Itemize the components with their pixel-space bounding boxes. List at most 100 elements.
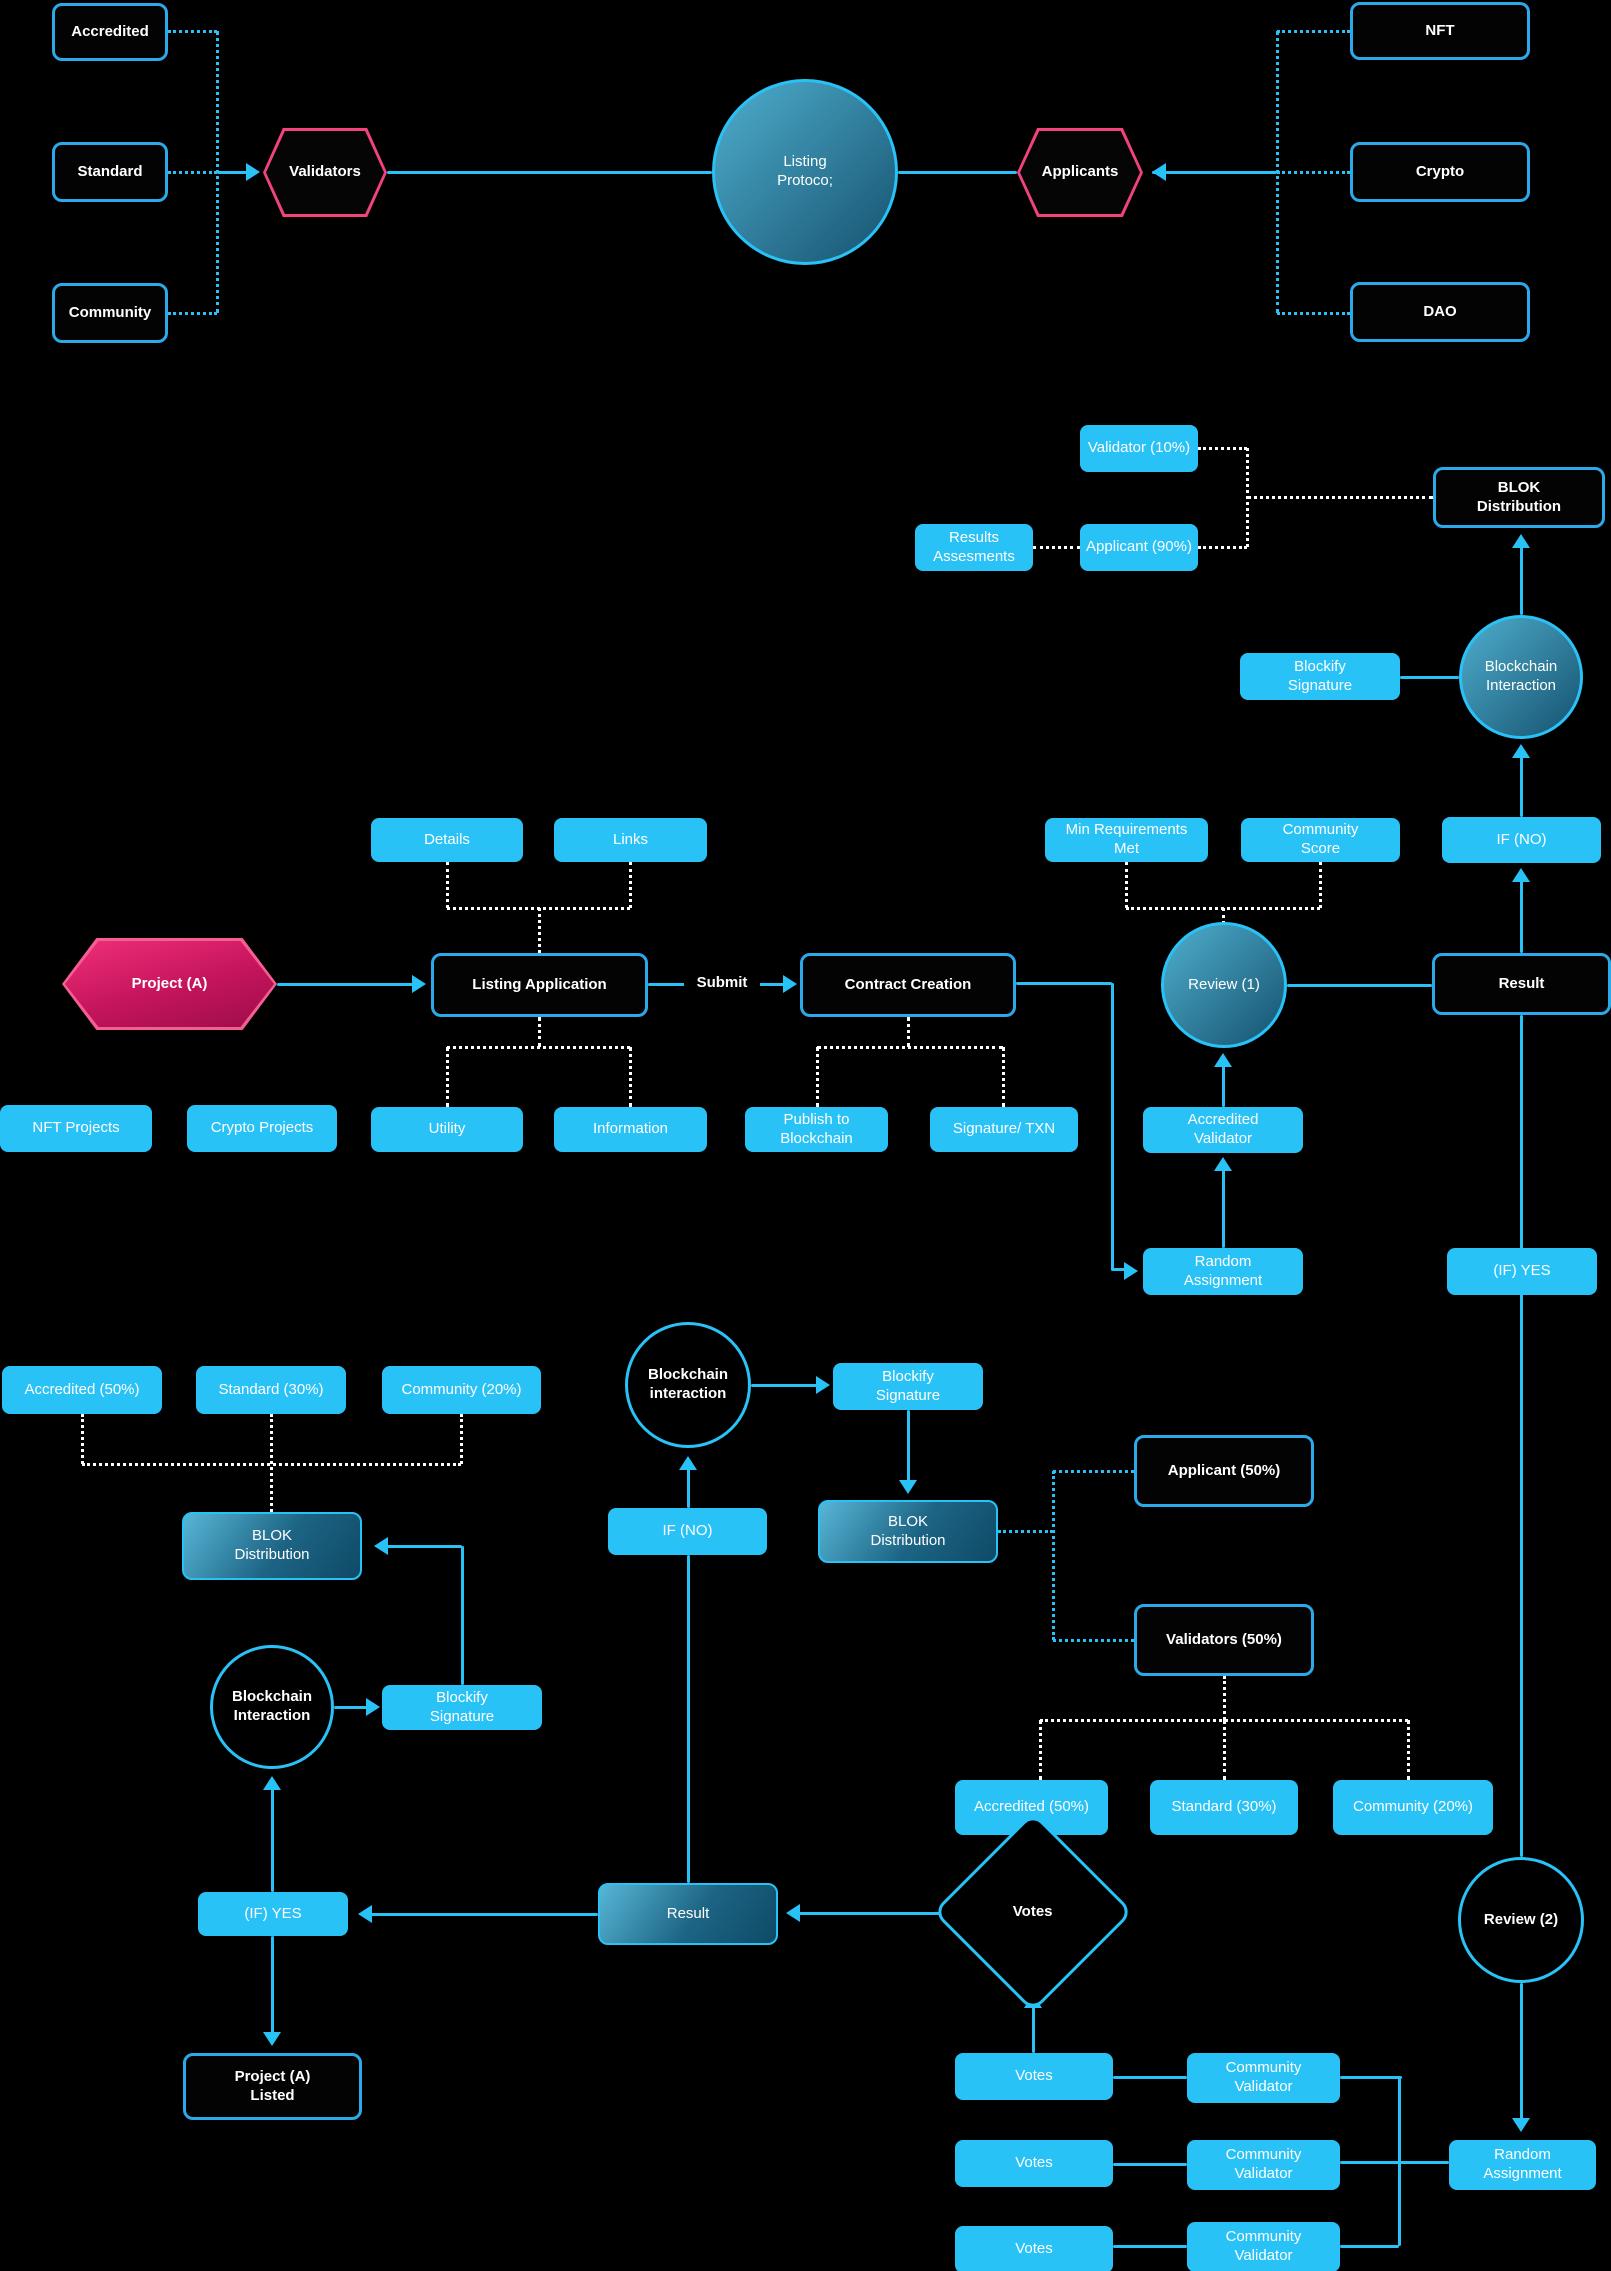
connector-line — [1223, 1720, 1226, 1780]
connector-line — [1222, 1057, 1225, 1107]
arrowhead-left-icon — [374, 1537, 388, 1555]
connector-line — [1111, 983, 1114, 1271]
connector-line — [1198, 546, 1247, 549]
community-validator-2-label: Community Validator — [1225, 2146, 1302, 2182]
connector-line — [1002, 1047, 1005, 1107]
community-validator-1-label: Community Validator — [1225, 2059, 1302, 2095]
arrowhead-right-icon — [246, 163, 260, 181]
connector-line — [998, 1530, 1053, 1533]
links: Links — [554, 818, 707, 862]
accredited-validator-label: Accredited Validator — [1187, 1111, 1259, 1147]
listing-application-label: Listing Application — [472, 975, 607, 993]
accredited-50-left-label: Accredited (50%) — [24, 1380, 140, 1398]
blok-distribution-top: BLOK Distribution — [1433, 467, 1605, 528]
validators-hexagon-fill: Validators — [266, 131, 384, 214]
contract-creation-label: Contract Creation — [844, 975, 972, 993]
listing-application: Listing Application — [431, 953, 648, 1017]
connector-line — [907, 1410, 910, 1488]
details-label: Details — [424, 830, 470, 848]
connector-line — [1340, 2245, 1399, 2248]
dao-top-label: DAO — [1423, 302, 1457, 320]
project-a-hexagon-fill: Project (A) — [65, 941, 274, 1027]
votes-3-label: Votes — [1015, 2240, 1053, 2258]
random-assignment-bottom: Random Assignment — [1449, 2140, 1596, 2190]
details: Details — [371, 818, 523, 862]
project-a-listed: Project (A) Listed — [183, 2053, 362, 2120]
listing-protocol-circle-label: Listing Protoco; — [777, 153, 833, 189]
connector-line — [1520, 1015, 1523, 1857]
connector-line — [387, 171, 712, 174]
connector-line — [687, 1460, 690, 1508]
connector-line — [447, 1046, 630, 1049]
publish-to-blockchain-label: Publish to Blockchain — [780, 1110, 853, 1147]
connector-line — [1520, 748, 1523, 817]
applicant-90pct-label: Applicant (90%) — [1086, 538, 1192, 556]
crypto-projects-label: Crypto Projects — [210, 1119, 314, 1137]
connector-line — [816, 1047, 819, 1107]
community-score: Community Score — [1241, 818, 1400, 862]
signature-txn-label: Signature/ TXN — [952, 1120, 1056, 1138]
if-yes-right-label: (IF) YES — [1493, 1262, 1551, 1280]
applicant-50-label: Applicant (50%) — [1167, 1461, 1281, 1479]
min-requirements-met: Min Requirements Met — [1045, 818, 1208, 862]
submit-label: Submit — [684, 968, 760, 998]
arrowhead-down-icon — [899, 1480, 917, 1494]
standard-top-label: Standard — [77, 162, 143, 180]
connector-line — [446, 1047, 449, 1107]
signature-txn: Signature/ TXN — [930, 1107, 1078, 1152]
votes-diamond: Votes — [932, 1811, 1134, 2013]
blockchain-interaction-top-circle-label: Blockchain Interaction — [1484, 658, 1558, 694]
arrowhead-right-icon — [816, 1376, 830, 1394]
blockchain-interaction-left-circle: Blockchain Interaction — [210, 1645, 334, 1769]
arrowhead-down-icon — [263, 2032, 281, 2046]
connector-line — [1053, 1639, 1134, 1642]
accredited-50-bottom-label: Accredited (50%) — [973, 1798, 1090, 1816]
validators-hexagon-label: Validators — [289, 163, 361, 181]
connector-line — [271, 1780, 274, 1892]
nft-top: NFT — [1350, 2, 1530, 60]
nft-projects: NFT Projects — [0, 1105, 152, 1152]
nft-projects-label: NFT Projects — [32, 1119, 120, 1137]
project-a-hexagon: Project (A) — [62, 938, 277, 1030]
applicants-hexagon: Applicants — [1017, 128, 1143, 217]
utility: Utility — [371, 1107, 523, 1152]
community-score-label: Community Score — [1282, 821, 1359, 857]
connector-line — [1407, 1720, 1410, 1780]
dao-top: DAO — [1350, 282, 1530, 342]
connector-line — [217, 171, 250, 174]
submit-label-label: Submit — [696, 973, 748, 991]
listing-protocol-circle: Listing Protoco; — [712, 79, 898, 265]
blockify-signature-center: Blockify Signature — [833, 1363, 983, 1410]
connector-line — [790, 1912, 962, 1915]
connector-line — [898, 171, 1017, 174]
arrowhead-right-icon — [783, 975, 797, 993]
standard-30-bottom: Standard (30%) — [1150, 1780, 1298, 1835]
standard-top: Standard — [52, 142, 168, 202]
community-20-left: Community (20%) — [382, 1366, 541, 1414]
connector-line — [1520, 1983, 1523, 2127]
arrowhead-left-icon — [786, 1904, 800, 1922]
result-top: Result — [1432, 953, 1611, 1015]
review-2-circle-label: Review (2) — [1483, 1910, 1559, 1928]
if-no-right: IF (NO) — [1442, 817, 1601, 863]
nft-top-label: NFT — [1425, 21, 1455, 39]
connector-line — [629, 1047, 632, 1107]
information: Information — [554, 1107, 707, 1152]
blockify-signature-center-label: Blockify Signature — [875, 1367, 941, 1404]
blok-distribution-left: BLOK Distribution — [182, 1512, 362, 1580]
connector-line — [1052, 1471, 1055, 1640]
votes-1: Votes — [955, 2053, 1113, 2100]
if-yes-left: (IF) YES — [198, 1892, 348, 1936]
validator-10pct-label: Validator (10%) — [1087, 439, 1191, 457]
applicants-hexagon-fill: Applicants — [1020, 131, 1140, 214]
arrowhead-up-icon — [263, 1776, 281, 1790]
connector-line — [751, 1384, 823, 1387]
community-20-left-label: Community (20%) — [401, 1380, 522, 1398]
results-assesments-label: Results Assesments — [933, 528, 1015, 565]
blockchain-interaction-center-circle-label: Blockchain interaction — [647, 1366, 729, 1402]
accredited-50-left: Accredited (50%) — [2, 1366, 162, 1414]
connector-line — [334, 1706, 378, 1709]
connector-line — [1247, 496, 1433, 499]
arrowhead-up-icon — [1512, 744, 1530, 758]
validators-50-label: Validators (50%) — [1166, 1630, 1282, 1648]
